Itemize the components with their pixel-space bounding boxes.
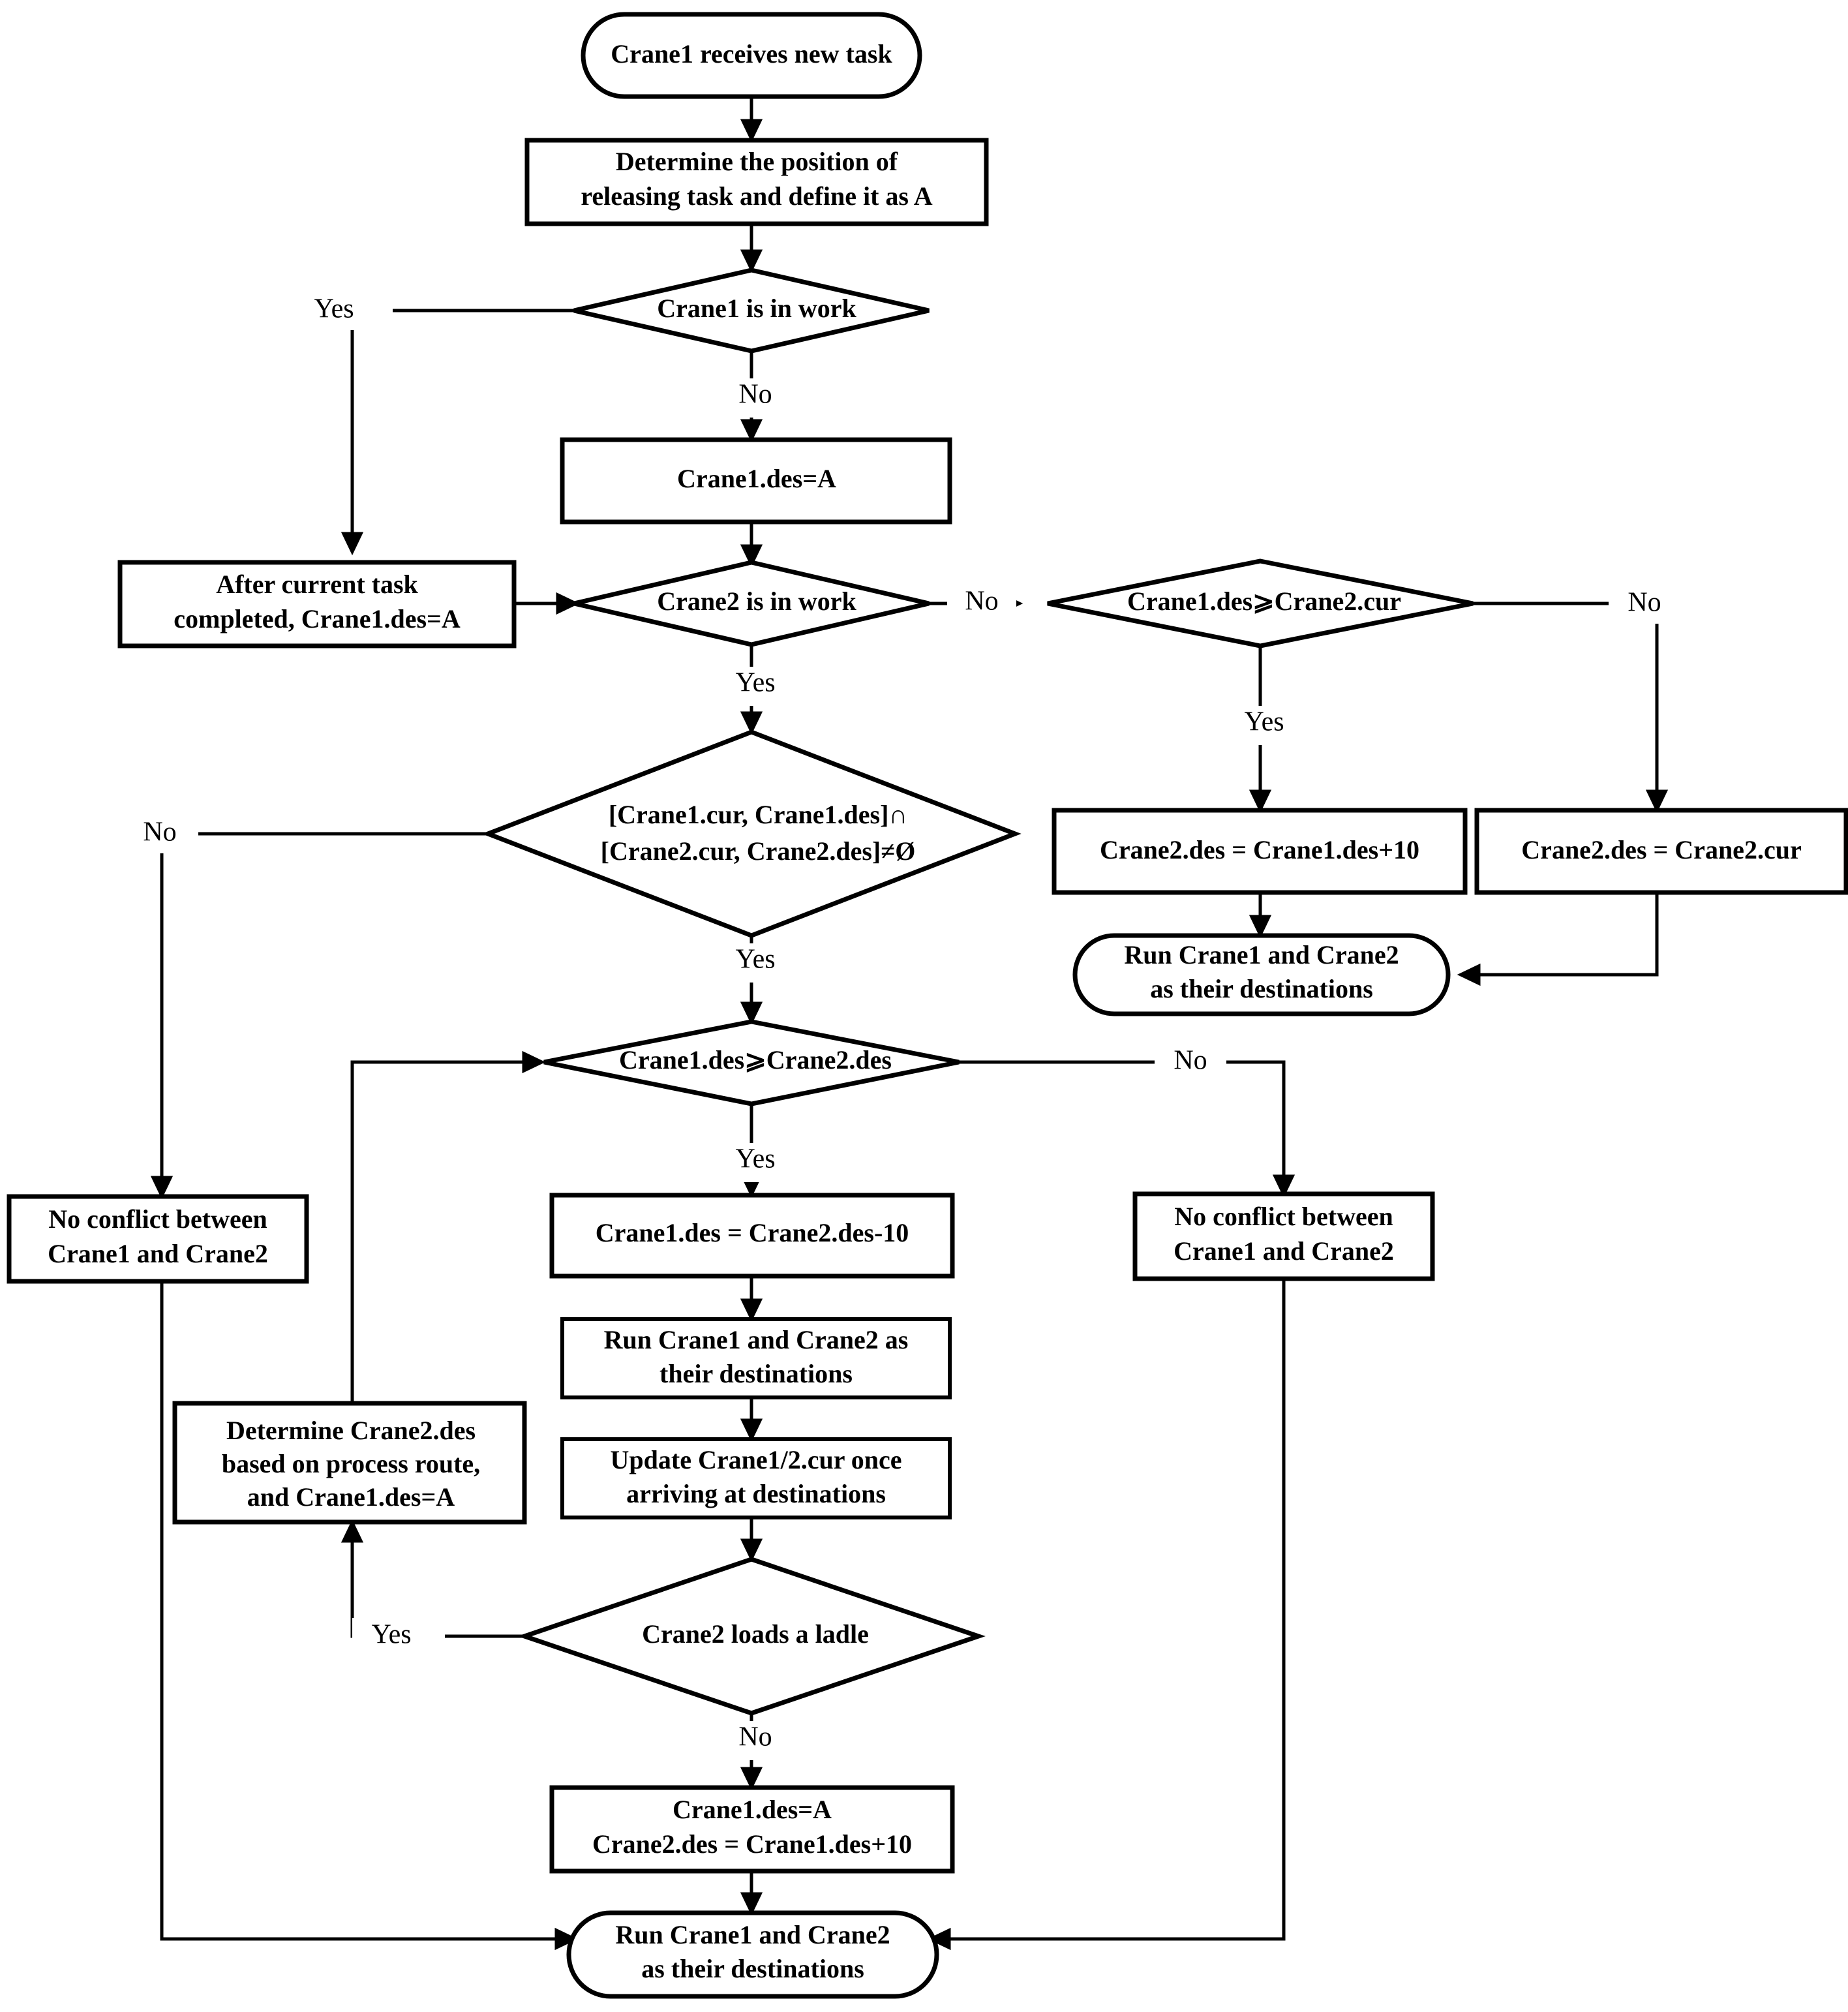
node-crane1des-ge-crane2cur[interactable]: Crane1.des⩾Crane2.cur [1047, 558, 1474, 648]
node-start-label: Crane1 receives new task [611, 39, 892, 69]
node-determine-position-line1: Determine the position of [616, 147, 898, 176]
node-interval-overlap-line2: [Crane2.cur, Crane2.des]≠Ø [601, 836, 916, 866]
svg-text:completed, Crane1.des=A: completed, Crane1.des=A [174, 604, 461, 633]
edge-label-crane2-in-work-no: No [965, 587, 998, 617]
node-determine-crane2des-line3b: A [436, 1482, 455, 1512]
node-after-current-task-line2a: completed, Crane1.des= [174, 604, 442, 633]
edge-label-ge-cur-no: No [1628, 588, 1661, 618]
node-interval-overlap[interactable]: [Crane1.cur, Crane1.des]∩ [Crane2.cur, C… [481, 729, 1022, 938]
node-run-cranes-right[interactable]: Run Crane1 and Crane2 as their destinati… [1072, 933, 1451, 1016]
node-crane1-in-work[interactable]: Crane1 is in work [573, 267, 930, 354]
node-crane1des-eq-crane2des-minus10[interactable]: Crane1.des = Crane2.des-10 [549, 1193, 955, 1279]
node-crane2des-eq-crane2cur[interactable]: Crane2.des = Crane2.cur [1474, 808, 1848, 895]
edge-label-crane2-in-work-yes: Yes [735, 668, 775, 698]
node-after-current-task-line2b: A [442, 604, 461, 633]
node-update-cur[interactable]: Update Crane1/2.cur once arriving at des… [560, 1437, 952, 1519]
node-no-conflict-left[interactable]: No conflict between Crane1 and Crane2 [7, 1194, 309, 1284]
edge-ge-des-no [959, 1060, 1295, 1198]
node-final-assign[interactable]: Crane1.des=A Crane2.des = Crane1.des+10 [549, 1785, 955, 1874]
node-determine-crane2des[interactable]: Determine Crane2.des based on process ro… [172, 1401, 527, 1525]
node-crane2-in-work-label: Crane2 is in work [657, 587, 856, 616]
node-final-assign-line2: Crane2.des = Crane1.des+10 [592, 1829, 912, 1859]
node-update-cur-line2: arriving at destinations [626, 1479, 886, 1508]
node-no-conflict-right-line1: No conflict between [1174, 1202, 1393, 1231]
edge-label-crane1-in-work-no: No [738, 380, 772, 410]
node-determine-position[interactable]: Determine the position of releasing task… [524, 138, 989, 226]
edge-label-overlap-yes: Yes [735, 945, 775, 975]
node-crane1-in-work-label: Crane1 is in work [657, 294, 856, 323]
edge-label-group: Yes No Yes No Yes No No Yes Yes No Yes N… [123, 292, 1680, 1760]
node-run-cranes-end-line2: as their destinations [641, 1954, 864, 1983]
node-determine-crane2des-line3a: and Crane1.des= [247, 1482, 436, 1512]
node-determine-crane2des-line2: based on process route, [222, 1449, 480, 1478]
node-after-current-task-line1: After current task [216, 570, 418, 599]
node-update-cur-line1: Update Crane1/2.cur once [611, 1445, 902, 1474]
node-no-conflict-right[interactable]: No conflict between Crane1 and Crane2 [1132, 1191, 1435, 1281]
edge-crane2des-cur-to-run-right [1457, 892, 1659, 986]
node-no-conflict-right-line2: Crane1 and Crane2 [1174, 1236, 1394, 1266]
node-crane1des-ge-crane2cur-label: Crane1.des⩾Crane2.cur [1127, 587, 1401, 616]
edge-label-ladle-yes: Yes [371, 1620, 411, 1650]
node-crane1-des-a[interactable]: Crane1.des=A [560, 437, 952, 525]
node-run-cranes-mid[interactable]: Run Crane1 and Crane2 as their destinati… [560, 1317, 952, 1399]
node-minus10-label: Crane1.des = Crane2.des-10 [596, 1218, 909, 1247]
node-final-assign-line1b: A [813, 1795, 832, 1824]
node-crane2des-eq-crane1des-plus10[interactable]: Crane2.des = Crane1.des+10 [1052, 808, 1468, 895]
edge-no-conflict-right-to-run-end [927, 1279, 1286, 1951]
node-interval-overlap-line1: [Crane1.cur, Crane1.des]∩ [609, 800, 907, 829]
svg-text:Crane1.des=A: Crane1.des=A [677, 464, 836, 493]
edge-label-ge-des-no: No [1174, 1046, 1207, 1076]
edge-overlap-no [150, 832, 574, 1200]
node-crane1des-ge-crane2des[interactable]: Crane1.des⩾Crane2.des [543, 1019, 960, 1106]
node-run-cranes-mid-line1: Run Crane1 and Crane2 as [604, 1325, 909, 1354]
node-run-cranes-end-line1: Run Crane1 and Crane2 [615, 1920, 890, 1949]
edge-no-conflict-left-to-run-end [160, 1282, 579, 1951]
node-start[interactable]: Crane1 receives new task [581, 12, 922, 99]
edge-crane1-in-work-yes [341, 309, 574, 556]
node-crane2des-cur-label: Crane2.des = Crane2.cur [1521, 835, 1801, 864]
node-after-current-task[interactable]: After current task completed, Crane1.des… [117, 560, 517, 648]
node-crane1-des-a-var: A [817, 464, 836, 493]
node-determine-position-line2b: A [914, 181, 933, 211]
node-run-cranes-right-line1: Run Crane1 and Crane2 [1124, 940, 1399, 969]
node-final-assign-line1a: Crane1.des= [673, 1795, 813, 1824]
node-no-conflict-left-line2: Crane1 and Crane2 [48, 1239, 268, 1268]
node-run-cranes-right-line2: as their destinations [1150, 974, 1373, 1003]
node-crane1-des-a-label: Crane1.des= [677, 464, 817, 493]
node-determine-position-line2a: releasing task and define it as [581, 181, 913, 211]
node-crane2-loads-ladle-label: Crane2 loads a ladle [642, 1619, 869, 1649]
edge-determine-crane2des-loopback [350, 1050, 546, 1405]
node-crane2des-plus10-label: Crane2.des = Crane1.des+10 [1100, 835, 1419, 864]
edge-label-overlap-no: No [143, 817, 176, 847]
edge-ge-cur-no [1473, 602, 1669, 814]
node-no-conflict-left-line1: No conflict between [48, 1204, 267, 1234]
node-determine-crane2des-line1: Determine Crane2.des [226, 1416, 476, 1445]
edge-label-ge-cur-yes: Yes [1244, 707, 1284, 737]
node-crane1des-ge-crane2des-label: Crane1.des⩾Crane2.des [619, 1045, 892, 1075]
node-run-cranes-end[interactable]: Run Crane1 and Crane2 as their destinati… [566, 1910, 939, 1999]
edge-label-ladle-no: No [738, 1722, 772, 1752]
edge-label-ge-des-yes: Yes [735, 1144, 775, 1174]
edge-label-crane1-in-work-yes: Yes [314, 294, 354, 324]
svg-text:Crane1.des=A: Crane1.des=A [673, 1795, 832, 1824]
node-crane2-in-work[interactable]: Crane2 is in work [573, 560, 930, 647]
node-crane2-loads-ladle[interactable]: Crane2 loads a ladle [517, 1557, 986, 1716]
svg-text:and Crane1.des=A: and Crane1.des=A [247, 1482, 455, 1512]
svg-text:releasing task and define it a: releasing task and define it as A [581, 181, 932, 211]
node-run-cranes-mid-line2: their destinations [659, 1359, 853, 1388]
